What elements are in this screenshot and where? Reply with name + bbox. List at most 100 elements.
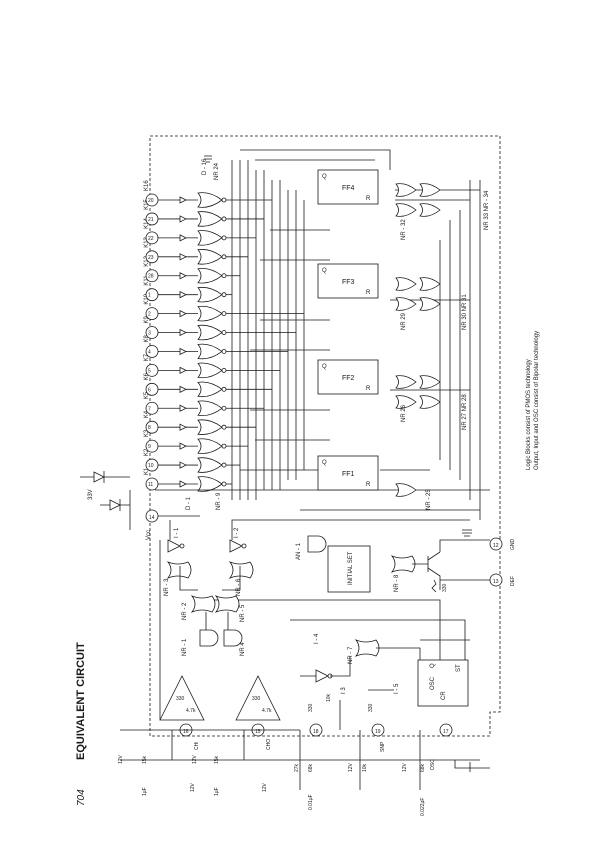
key-pin-number: 9 [148, 444, 151, 450]
comparator-b: 330 4.7k 15 CHO [235, 675, 281, 750]
key-diode [179, 347, 187, 356]
nr25-gate [395, 483, 417, 497]
key-nor-gate [197, 400, 223, 416]
key-pin-number: 28 [148, 274, 154, 280]
key-diode [179, 196, 187, 204]
svg-text:NR - 3: NR - 3 [164, 578, 170, 596]
an1-gate: AN - 1 [296, 535, 327, 560]
svg-text:R: R [366, 482, 371, 488]
key-pin-k4 [145, 420, 159, 434]
svg-text:4.7k: 4.7k [186, 708, 196, 714]
label-nr26: NR 26 [401, 404, 407, 422]
key-nor-gate [197, 211, 223, 227]
key-pin-number: 11 [148, 482, 153, 488]
gate-bubble [221, 216, 227, 222]
key-pin-number: 8 [148, 425, 151, 431]
external-components: 12V 15k 1μF 12V 12V 15k 1μF 12V 27k 68k … [118, 729, 490, 816]
key-diode [179, 215, 187, 223]
key-pin-number: 23 [148, 255, 154, 261]
label-nr29: NR 29 [401, 312, 407, 330]
input-logic: I - 1 I - 2 NR - 3 NR - 6 NR - 2 NR - 5 … [164, 519, 300, 656]
svg-text:68k: 68k [420, 763, 426, 772]
key-pin-number: 6 [148, 387, 151, 393]
svg-text:Q: Q [322, 174, 327, 180]
svg-text:12V: 12V [118, 754, 124, 764]
key-pin-k5 [145, 401, 159, 415]
svg-text:10k: 10k [326, 693, 332, 702]
svg-text:ST: ST [456, 664, 462, 672]
gate-bubble [221, 386, 227, 392]
svg-text:FF1: FF1 [342, 471, 355, 478]
svg-text:NR - 8: NR - 8 [394, 574, 400, 592]
svg-text:12V: 12V [192, 754, 198, 764]
svg-text:0.01μF: 0.01μF [308, 794, 314, 810]
svg-text:I - 5: I - 5 [394, 683, 400, 694]
key-nor-gate [197, 362, 223, 379]
key-diode [179, 328, 187, 337]
key-diode [179, 366, 187, 375]
svg-text:Q: Q [322, 364, 327, 370]
gate-bubble [221, 349, 227, 354]
key-pin-label: K8 [144, 334, 150, 342]
label-d1: D - 1 [186, 496, 192, 510]
note-line-1: Logic Blocks consist of PMOS technology [526, 359, 532, 470]
gate-bubble [221, 462, 227, 468]
ff3-block: Q FF3 R [317, 263, 379, 299]
key-pin-k2 [145, 458, 159, 472]
label-nr9: NR - 9 [216, 492, 222, 510]
gate-bubble [221, 481, 227, 487]
svg-text:AN - 1: AN - 1 [296, 542, 302, 560]
right-nor-gate [395, 203, 417, 217]
svg-text:I 3: I 3 [341, 687, 347, 694]
key-pin-number: 1 [148, 293, 151, 299]
label-nr33: NR 33 NR - 34 [484, 190, 490, 230]
key-nor-gate [197, 305, 223, 322]
svg-text:12: 12 [493, 543, 499, 549]
gate-bubble [221, 443, 227, 449]
key-pin-number: 10 [148, 463, 154, 469]
key-pin-label: K15 [144, 199, 150, 210]
right-nor-gates [395, 183, 441, 497]
ground-marks [204, 155, 472, 537]
gate-bubble [221, 292, 227, 298]
svg-text:INITIAL SET: INITIAL SET [348, 551, 354, 585]
key-pin-number: 7 [148, 406, 151, 412]
label-nr27: NR 27 NR 28 [462, 394, 468, 430]
svg-text:4.7k: 4.7k [262, 708, 272, 714]
key-diode [179, 291, 187, 299]
key-pin-k8 [145, 345, 159, 358]
svg-text:68k: 68k [308, 763, 314, 772]
svg-text:Q: Q [322, 460, 327, 466]
key-pin-label: K12 [144, 255, 150, 266]
key-pin-number: 21 [148, 217, 154, 223]
key-pin-number: 5 [148, 368, 151, 374]
svg-text:NR - 1: NR - 1 [182, 638, 188, 656]
key-pin-label: K2 [144, 448, 150, 456]
right-nor-gate [395, 277, 417, 291]
pin-18-19: 18 19 SNP [309, 723, 386, 752]
svg-text:R: R [366, 290, 371, 296]
key-nor-gate [197, 438, 223, 454]
svg-text:R: R [366, 386, 371, 392]
key-nor-gate [197, 249, 223, 265]
svg-text:NR - 5: NR - 5 [240, 604, 246, 622]
right-nor-gate [395, 183, 417, 197]
svg-text:15k: 15k [142, 755, 148, 764]
svg-text:I - 4: I - 4 [314, 633, 320, 644]
right-nor-gate [395, 297, 417, 311]
label-nr32: NR - 32 [401, 219, 407, 240]
corner-mark: 704 [76, 789, 87, 806]
svg-text:Q: Q [430, 663, 436, 668]
ff1-block: Q FF1 R [317, 455, 379, 491]
svg-text:SNP: SNP [380, 741, 386, 752]
osc-block: OSC CR Q ST 17 OSC [417, 659, 469, 770]
svg-text:CHO: CHO [266, 739, 272, 750]
key-nor-gate [197, 286, 223, 303]
svg-text:NR - 2: NR - 2 [182, 602, 188, 620]
key-diode [179, 461, 187, 469]
svg-text:NR - 7: NR - 7 [348, 646, 354, 664]
key-pin-k12 [145, 269, 159, 283]
svg-text:12V: 12V [190, 782, 196, 792]
label-nr24: NR 24 [214, 162, 220, 180]
gate-bubble [221, 424, 227, 430]
